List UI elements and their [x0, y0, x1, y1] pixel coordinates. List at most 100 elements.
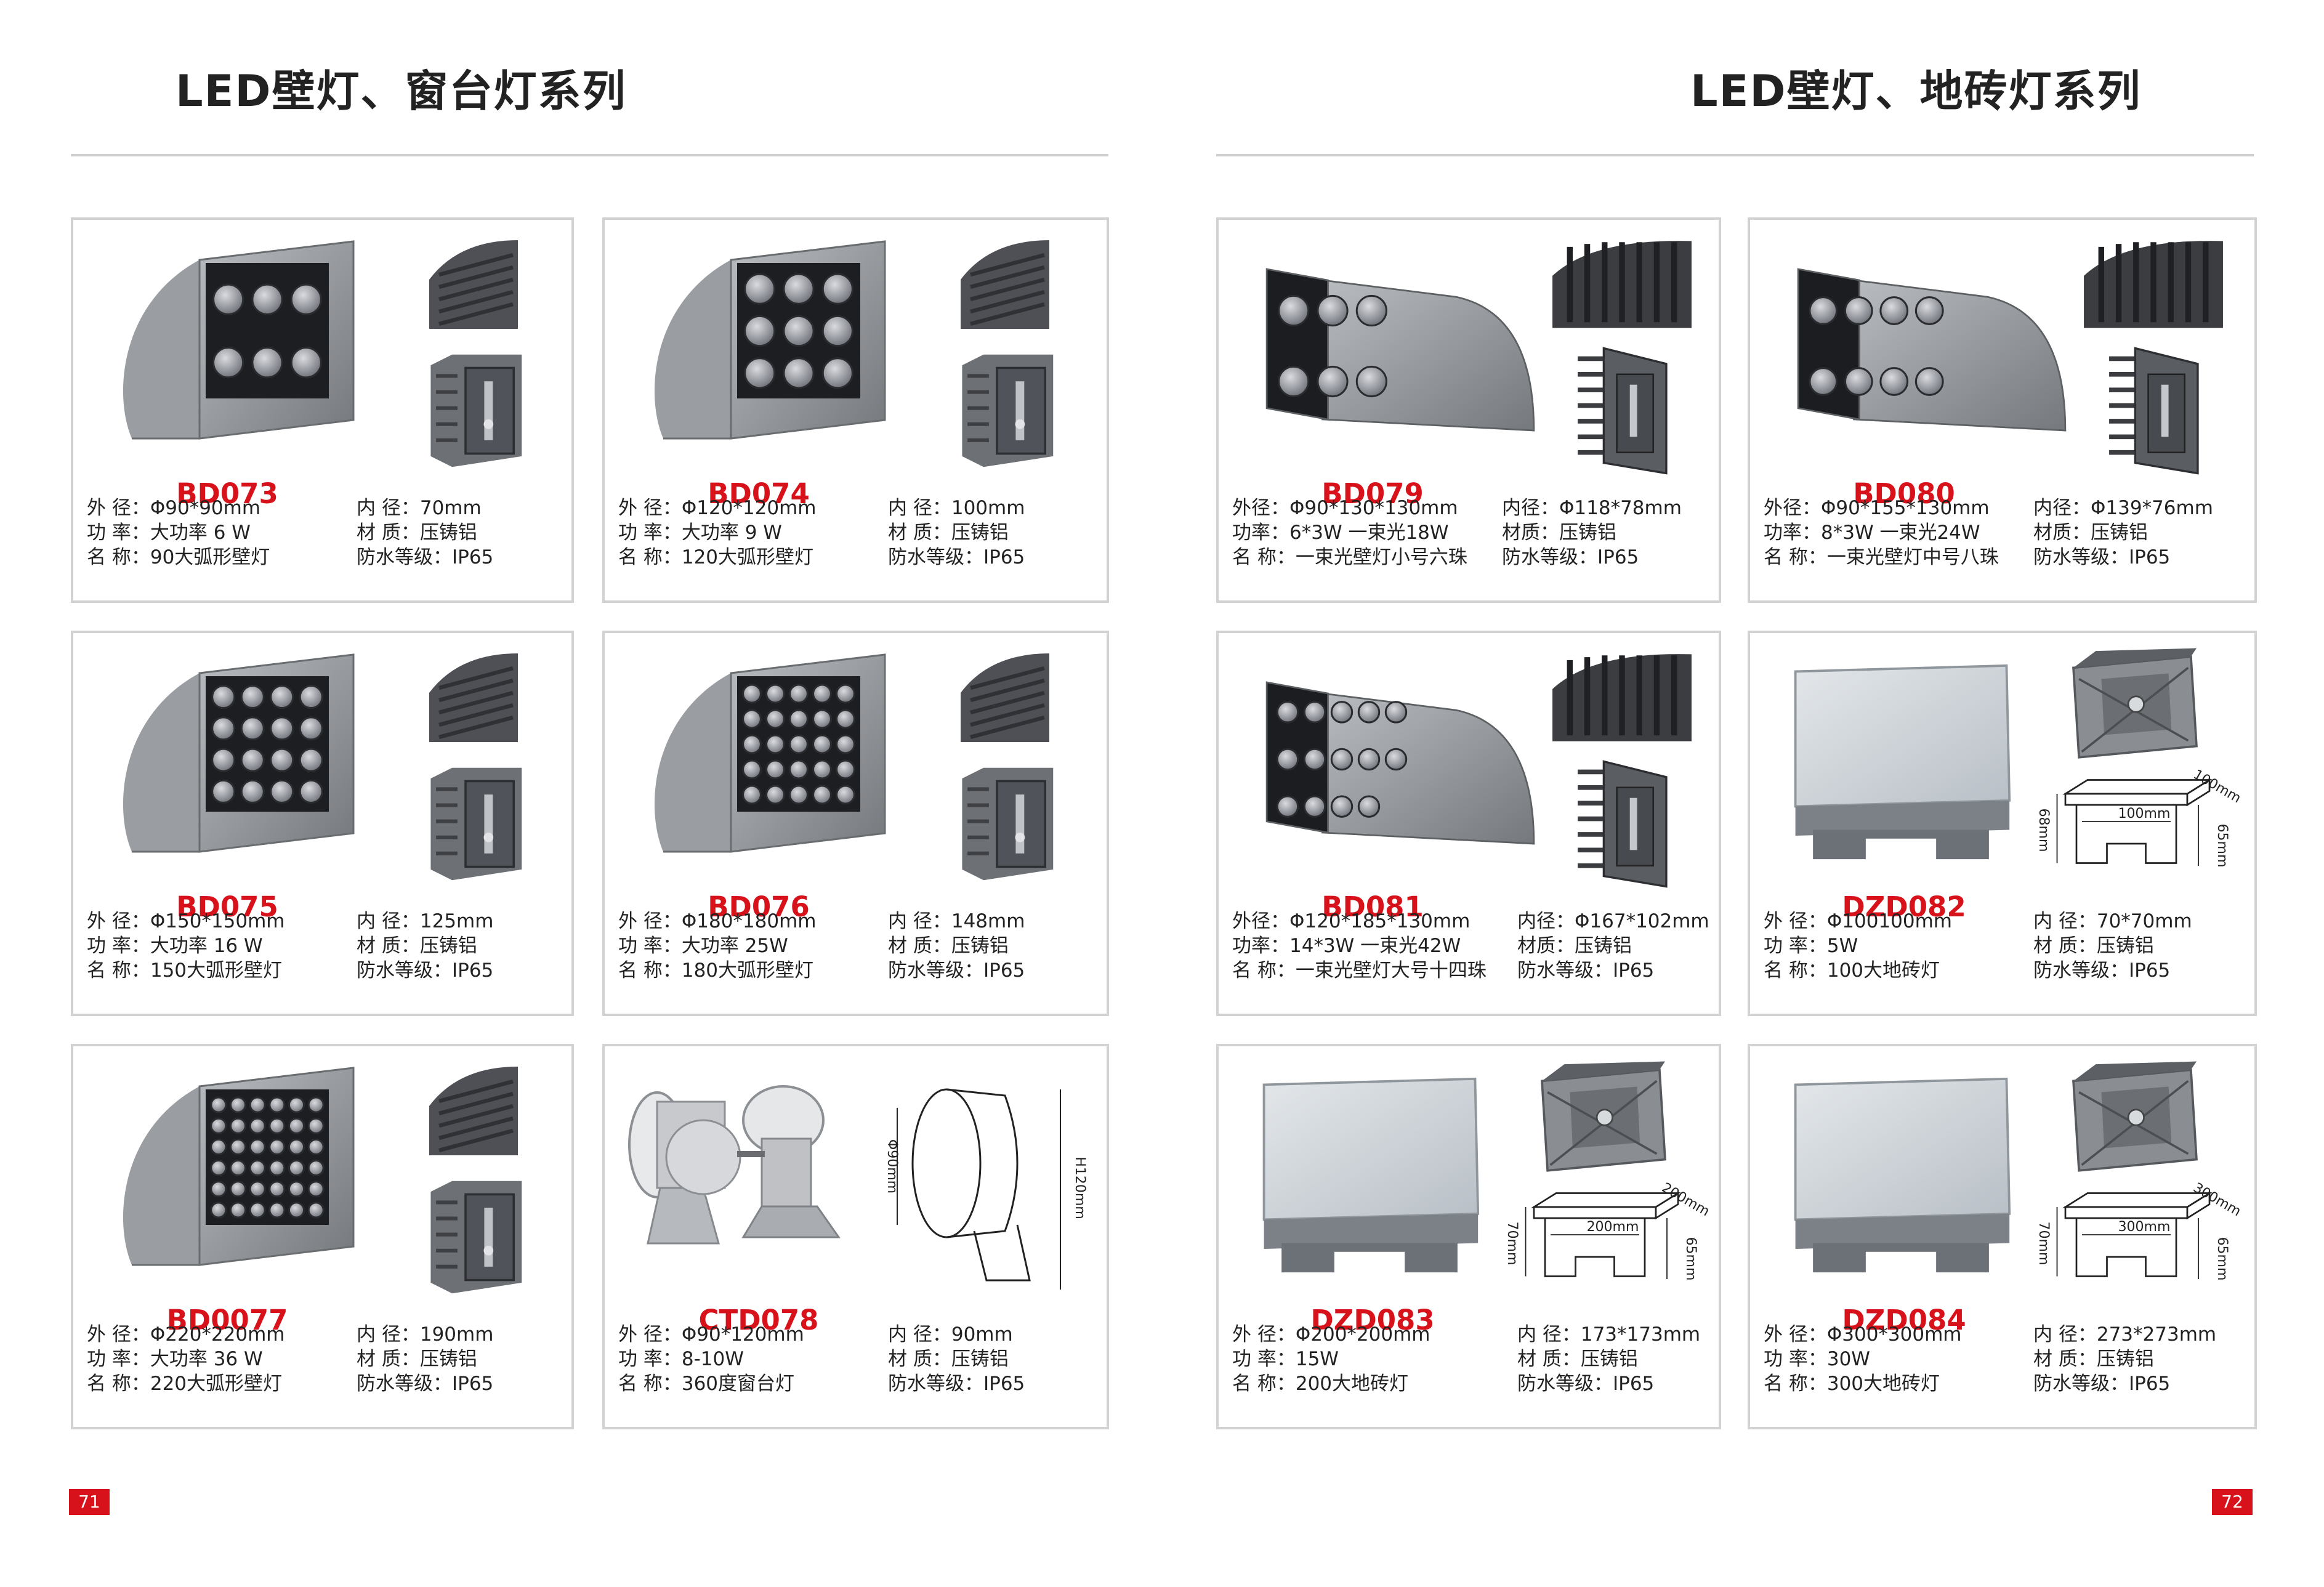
spec-name: 名 称：90大弧形壁灯: [87, 546, 270, 568]
spec-inner-diameter: 内 径：173*173mm: [1517, 1323, 1701, 1346]
lamp-housing: [1265, 268, 1535, 432]
spec-power: 功 率：5W: [1764, 935, 1858, 957]
back-plate-view: [430, 768, 522, 881]
led-lens: [1303, 701, 1326, 724]
led-lens: [1384, 748, 1408, 771]
led-lens: [229, 1138, 247, 1155]
product-code: BD076: [708, 890, 810, 923]
page-number-right: 72: [2212, 1489, 2253, 1515]
led-lens: [288, 1138, 305, 1155]
spec-material: 材 质：压铸铝: [2033, 935, 2154, 957]
fin-side-view: [1552, 654, 1692, 741]
spec-material: 材 质：压铸铝: [888, 522, 1009, 544]
led-lens: [299, 716, 323, 741]
led-lens: [1330, 701, 1354, 724]
spec-material: 材 质：压铸铝: [357, 522, 477, 544]
led-lens: [836, 709, 855, 729]
led-lens: [1317, 294, 1349, 327]
product-code: BD073: [176, 477, 278, 510]
led-lens: [1357, 795, 1381, 818]
spec-name: 名 称：180大弧形壁灯: [618, 959, 814, 982]
led-lens: [812, 709, 832, 729]
dimension-width-label: 100mm: [2118, 806, 2171, 822]
led-lens: [742, 684, 762, 704]
fin-side-view: [429, 1067, 518, 1155]
led-lens: [307, 1138, 325, 1155]
spec-material: 材质：压铸铝: [1517, 935, 1632, 957]
led-lens: [1357, 748, 1381, 771]
spec-power: 功率：8*3W 一束光24W: [1764, 522, 1980, 544]
led-lens: [742, 785, 762, 805]
spec-name: 名 称：一束光壁灯小号六珠: [1232, 546, 1467, 568]
spec-waterproof: 防水等级：IP65: [888, 546, 1025, 568]
spec-material: 材 质：压铸铝: [2033, 1348, 2154, 1370]
window-lamp-photo: [628, 1085, 841, 1245]
led-lens: [1914, 296, 1944, 325]
led-lens: [268, 1138, 286, 1155]
spec-waterproof: 防水等级：IP65: [1502, 546, 1639, 568]
led-lens: [1809, 367, 1838, 396]
led-lens: [249, 1138, 266, 1155]
spec-inner-diameter: 内 径：70mm: [357, 497, 482, 519]
spec-waterproof: 防水等级：IP65: [357, 959, 494, 982]
led-lens: [229, 1160, 247, 1177]
spec-inner-diameter: 内 径：273*273mm: [2033, 1323, 2217, 1346]
led-lens: [836, 734, 855, 754]
product-code: BD0077: [166, 1304, 288, 1336]
led-lens: [1355, 365, 1387, 398]
right-header-rule: [1216, 154, 2254, 156]
product-photo: [1265, 633, 1719, 889]
led-lens: [765, 734, 785, 754]
spec-outer-diameter: 外 径：Φ300*300mm: [1764, 1323, 1962, 1346]
fin-side-view: [429, 653, 518, 742]
spec-inner-diameter: 内径：Φ167*102mm: [1517, 910, 1709, 932]
spec-inner-diameter: 内径：Φ139*76mm: [2033, 497, 2213, 519]
led-panel: [206, 1089, 329, 1225]
spec-waterproof: 防水等级：IP65: [2033, 1373, 2171, 1395]
led-lens: [211, 779, 236, 804]
dimension-diagram: [1525, 1192, 1679, 1280]
spec-inner-diameter: 内 径：148mm: [888, 910, 1025, 932]
spec-name: 名 称：100大地砖灯: [1764, 959, 1940, 982]
fin-side-view: [961, 240, 1049, 329]
spec-material: 材质：压铸铝: [2033, 522, 2148, 544]
led-lens: [1317, 365, 1349, 398]
spec-power: 功 率：大功率 16 W: [87, 935, 263, 957]
product-photo: [653, 633, 1107, 889]
led-lens: [270, 748, 294, 772]
led-lens: [299, 748, 323, 772]
fin-side-view: [1552, 241, 1692, 328]
led-lens: [249, 1096, 266, 1113]
led-lens: [307, 1181, 325, 1198]
dimension-left-height-label: 70mm: [1504, 1222, 1520, 1266]
spec-power: 功 率：8-10W: [618, 1348, 744, 1370]
led-lens: [249, 1160, 266, 1177]
led-lens: [268, 1181, 286, 1198]
spec-power: 功率：6*3W 一束光18W: [1232, 522, 1449, 544]
dimension-right-height-label: 65mm: [2214, 824, 2230, 868]
lamp-housing: [1797, 268, 2067, 432]
led-lens: [812, 785, 832, 805]
right-page-title: LED壁灯、地砖灯系列: [1690, 66, 2142, 116]
product-code: BD081: [1321, 890, 1424, 923]
spec-inner-diameter: 内径：Φ118*78mm: [1502, 497, 1682, 519]
spec-power: 功 率：大功率 25W: [618, 935, 788, 957]
spec-name: 名 称：150大弧形壁灯: [87, 959, 283, 982]
led-lens: [765, 709, 785, 729]
led-lens: [765, 684, 785, 704]
spec-name: 名 称：一束光壁灯大号十四珠: [1232, 959, 1487, 982]
back-plate-view: [1578, 761, 1666, 886]
led-lens: [1879, 296, 1909, 325]
spec-name: 名 称：220大弧形壁灯: [87, 1373, 283, 1395]
spec-inner-diameter: 内 径：190mm: [357, 1323, 494, 1346]
led-lens: [1276, 701, 1299, 724]
product-code: BD079: [1321, 477, 1424, 510]
product-code: CTD078: [698, 1304, 819, 1336]
